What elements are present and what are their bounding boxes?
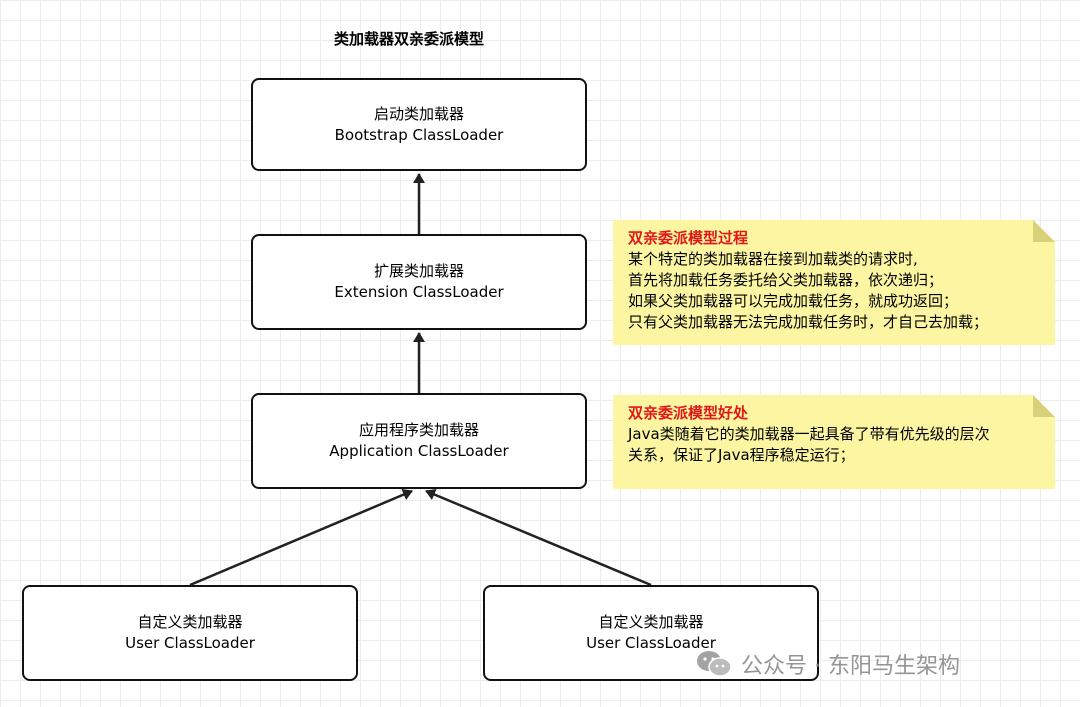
diagram-title: 类加载器双亲委派模型: [334, 30, 485, 48]
application-classloader-box: 应用程序类加载器 Application ClassLoader: [251, 393, 587, 489]
bootstrap-en-label: Bootstrap ClassLoader: [334, 125, 504, 144]
process-note: 双亲委派模型过程 某个特定的类加载器在接到加载类的请求时, 首先将加载任务委托给…: [613, 220, 1055, 345]
arrow-user2-to-application: [425, 488, 652, 587]
user-classloader-box-2: 自定义类加载器 User ClassLoader: [483, 585, 819, 681]
benefit-note-title: 双亲委派模型好处: [628, 404, 749, 422]
arrow-user1-to-application: [189, 488, 413, 587]
user1-zh-label: 自定义类加载器: [137, 613, 243, 631]
user2-zh-label: 自定义类加载器: [598, 613, 704, 631]
extension-classloader-box: 扩展类加载器 Extension ClassLoader: [251, 234, 587, 330]
user1-en-label: User ClassLoader: [125, 634, 255, 652]
user-classloader-box-1: 自定义类加载器 User ClassLoader: [22, 585, 358, 681]
application-en-label: Application ClassLoader: [329, 442, 509, 460]
user2-en-label: User ClassLoader: [586, 634, 716, 652]
bootstrap-zh-label: 启动类加载器: [373, 104, 464, 123]
watermark-text: 公众号 · 东阳马生架构: [741, 654, 960, 679]
process-note-line: 如果父类加载器可以完成加载任务，就成功返回；: [628, 292, 959, 310]
benefit-note-line: Java类随着它的类加载器一起具备了带有优先级的层次: [628, 425, 990, 443]
benefit-note: 双亲委派模型好处 Java类随着它的类加载器一起具备了带有优先级的层次 关系，保…: [613, 395, 1055, 489]
process-note-line: 只有父类加载器无法完成加载任务时，才自己去加载；: [628, 313, 989, 331]
extension-en-label: Extension ClassLoader: [334, 283, 504, 301]
extension-zh-label: 扩展类加载器: [373, 262, 464, 280]
process-note-line: 某个特定的类加载器在接到加载类的请求时,: [628, 250, 918, 268]
watermark: 公众号 · 东阳马生架构: [695, 648, 960, 680]
process-note-line: 首先将加载任务委托给父类加载器，依次递归；: [628, 271, 944, 289]
bootstrap-classloader-box: 启动类加载器 Bootstrap ClassLoader: [251, 78, 587, 171]
application-zh-label: 应用程序类加载器: [358, 421, 479, 439]
process-note-title: 双亲委派模型过程: [628, 229, 749, 247]
wechat-icon: [695, 649, 733, 679]
benefit-note-line: 关系，保证了Java程序稳定运行；: [628, 446, 855, 464]
